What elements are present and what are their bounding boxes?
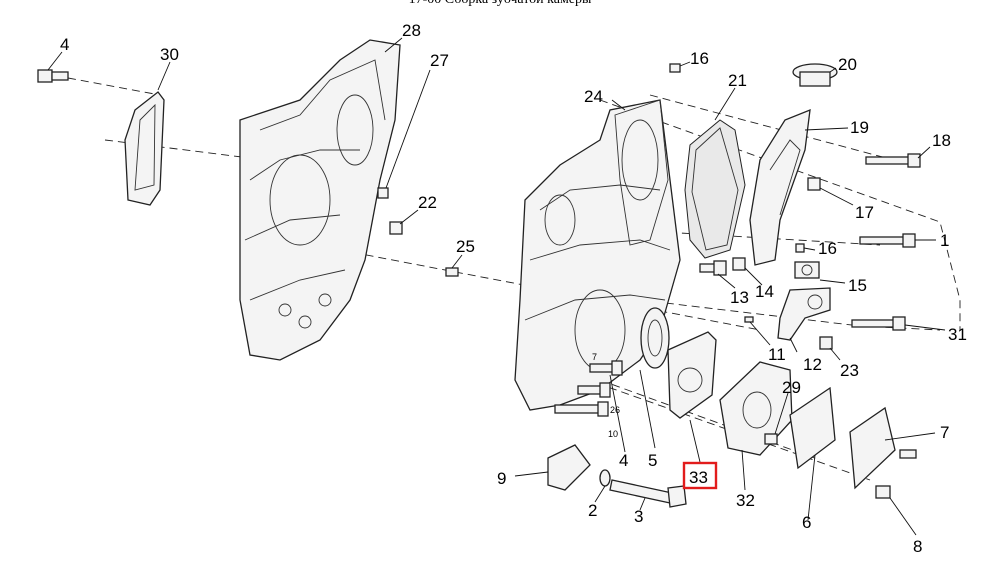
part-19-cover bbox=[749, 108, 811, 266]
part-7-bolt bbox=[899, 449, 917, 459]
part-29-bolt bbox=[764, 433, 778, 445]
callout-16b[interactable]: 16 bbox=[818, 239, 837, 258]
part-9-bracket bbox=[547, 444, 591, 491]
callout-31[interactable]: 31 bbox=[948, 325, 967, 344]
callout-25[interactable]: 25 bbox=[456, 237, 475, 256]
callout-27[interactable]: 27 bbox=[430, 51, 449, 70]
part-21-gasket bbox=[684, 119, 746, 259]
part-20-cap bbox=[792, 63, 838, 87]
part-7-cover bbox=[849, 406, 896, 490]
callout-19[interactable]: 19 bbox=[850, 118, 869, 137]
part-5-seal bbox=[640, 307, 670, 369]
part-1-bolt bbox=[859, 233, 916, 248]
callout-4a[interactable]: 4 bbox=[60, 35, 69, 54]
leader-lines bbox=[47, 37, 946, 536]
callout-32[interactable]: 32 bbox=[736, 491, 755, 510]
callout-9[interactable]: 9 bbox=[497, 469, 506, 488]
part-23-bolt bbox=[819, 336, 833, 350]
part-28-gear-housing bbox=[239, 39, 401, 361]
callout-16a[interactable]: 16 bbox=[690, 49, 709, 68]
part-18-bolt bbox=[865, 153, 921, 168]
part-27-bolt bbox=[377, 187, 389, 199]
part-22-bolt bbox=[389, 221, 403, 235]
callout-14[interactable]: 14 bbox=[755, 282, 774, 301]
callout-11[interactable]: 11 bbox=[768, 345, 786, 364]
small-label-26: 26 bbox=[610, 405, 620, 415]
part-31-bolt bbox=[851, 316, 906, 331]
part-6-gasket bbox=[789, 386, 836, 470]
callout-22[interactable]: 22 bbox=[418, 193, 437, 212]
callout-12[interactable]: 12 bbox=[803, 355, 822, 374]
part-25-pin bbox=[445, 267, 459, 277]
callout-1[interactable]: 1 bbox=[940, 231, 949, 250]
part-8-bolt bbox=[875, 485, 891, 499]
callout-6[interactable]: 6 bbox=[802, 513, 811, 532]
part-2-washer bbox=[599, 469, 611, 487]
part-24-gasket bbox=[614, 99, 669, 246]
part-33-gasket bbox=[667, 331, 717, 419]
part-14-bolt bbox=[732, 257, 746, 271]
small-label-10: 10 bbox=[608, 429, 618, 439]
callout-24[interactable]: 24 bbox=[584, 87, 603, 106]
callout-15[interactable]: 15 bbox=[848, 276, 867, 295]
callout-4b[interactable]: 4 bbox=[619, 451, 628, 470]
callout-21[interactable]: 21 bbox=[728, 71, 747, 90]
callout-30[interactable]: 30 bbox=[160, 45, 179, 64]
callout-8[interactable]: 8 bbox=[913, 537, 922, 556]
part-3-bolt bbox=[609, 479, 687, 508]
callout-17[interactable]: 17 bbox=[855, 203, 874, 222]
part-17-bolt bbox=[807, 177, 821, 191]
callout-3[interactable]: 3 bbox=[634, 507, 643, 526]
callout-13[interactable]: 13 bbox=[730, 288, 749, 307]
part-16-pin-top bbox=[669, 63, 681, 73]
part-12-bracket bbox=[777, 287, 831, 341]
small-label-7: 7 bbox=[592, 352, 597, 362]
part-4-bolt bbox=[37, 69, 69, 83]
part-11-pin bbox=[744, 316, 754, 323]
part-15-sensor bbox=[794, 261, 820, 279]
small-labels: 7 26 10 bbox=[592, 352, 620, 439]
callout-7a[interactable]: 7 bbox=[940, 423, 949, 442]
part-13-bolt bbox=[699, 260, 727, 276]
callout-33[interactable]: 33 bbox=[689, 468, 708, 487]
part-30-gasket bbox=[124, 91, 165, 206]
callout-2[interactable]: 2 bbox=[588, 501, 597, 520]
callout-29[interactable]: 29 bbox=[782, 378, 801, 397]
callout-20[interactable]: 20 bbox=[838, 55, 857, 74]
callout-18[interactable]: 18 bbox=[932, 131, 951, 150]
callout-labels: 4 30 28 27 22 25 16 21 20 24 19 18 17 16… bbox=[60, 21, 967, 556]
callout-23[interactable]: 23 bbox=[840, 361, 859, 380]
part-16-pin-mid bbox=[795, 243, 805, 253]
callout-28[interactable]: 28 bbox=[402, 21, 421, 40]
diagram-title: 17-00 Сборка зубчатой камеры bbox=[0, 0, 1000, 8]
lower-bolts bbox=[554, 360, 623, 417]
callout-5[interactable]: 5 bbox=[648, 451, 657, 470]
part-32-housing bbox=[719, 361, 793, 456]
highlight-box bbox=[682, 461, 718, 490]
